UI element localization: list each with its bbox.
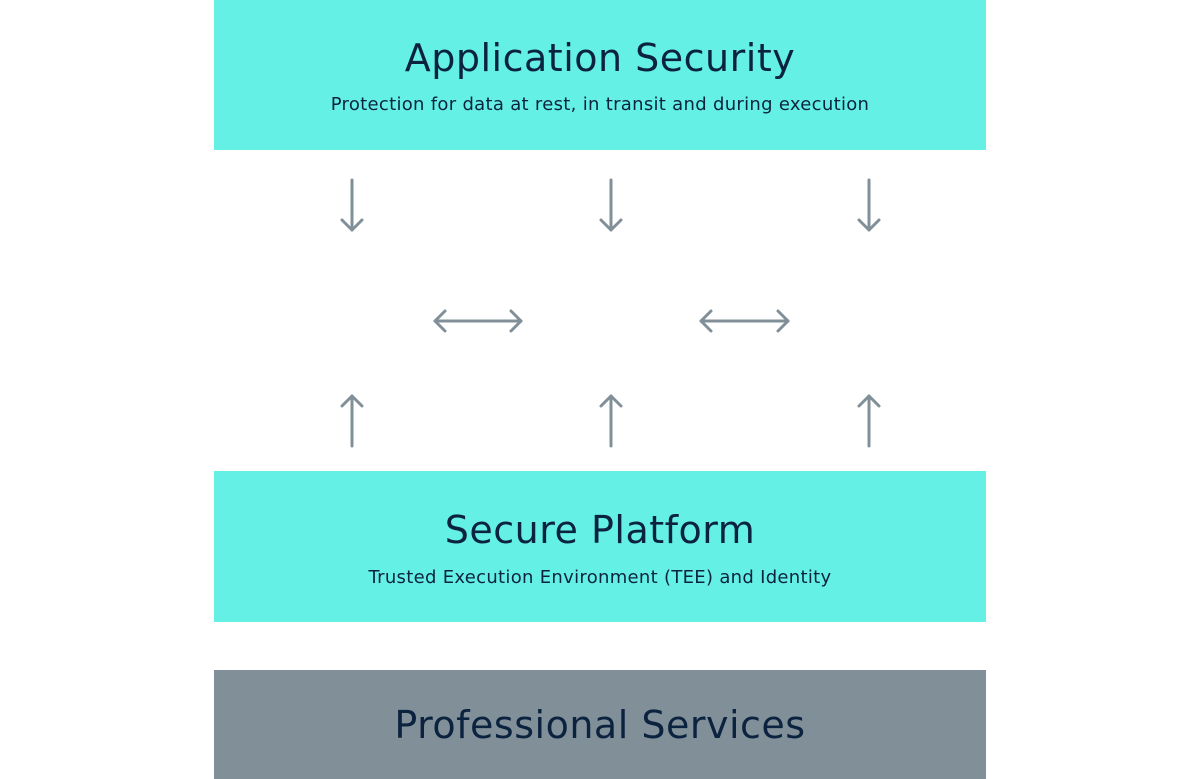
professional-services-title: Professional Services [394, 703, 806, 747]
arrow-up-icon [857, 394, 881, 448]
arrow-down-icon [857, 178, 881, 232]
arrow-up-icon [340, 394, 364, 448]
double-arrow-icon [433, 309, 523, 333]
application-security-title: Application Security [404, 36, 796, 80]
arrow-down-icon [340, 178, 364, 232]
double-arrow-icon [699, 309, 790, 333]
arrow-down-icon [599, 178, 623, 232]
arrow-up-icon [599, 394, 623, 448]
secure-platform-subtitle: Trusted Execution Environment (TEE) and … [368, 567, 832, 588]
secure-platform-title: Secure Platform [444, 508, 756, 552]
professional-services-block: Professional Services [214, 670, 986, 779]
application-security-block: Application Security Protection for data… [214, 0, 986, 150]
application-security-subtitle: Protection for data at rest, in transit … [330, 94, 870, 115]
secure-platform-block: Secure Platform Trusted Execution Enviro… [214, 471, 986, 622]
